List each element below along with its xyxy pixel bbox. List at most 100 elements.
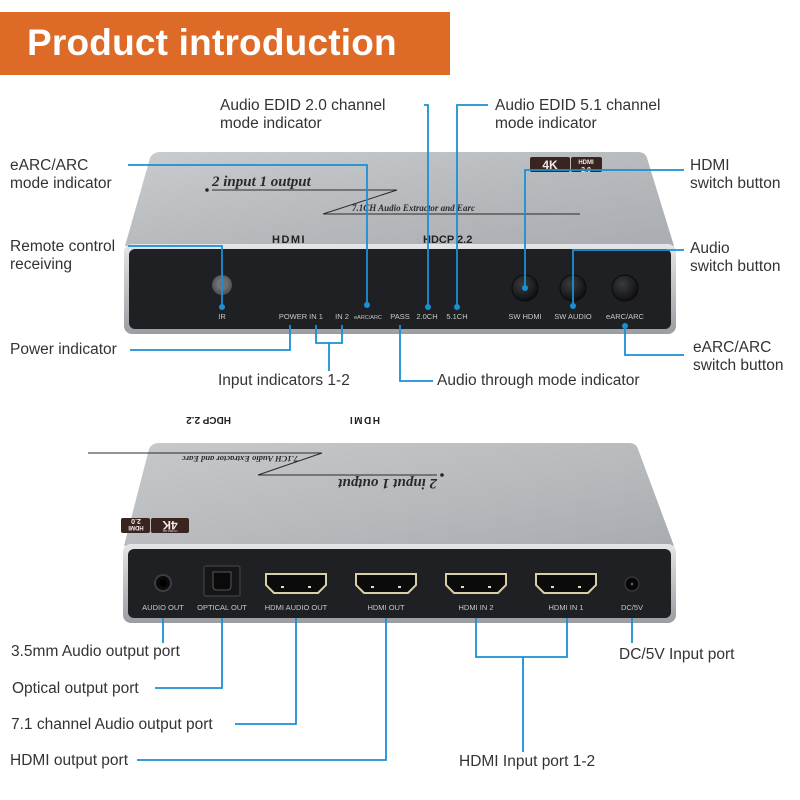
dot-2ch [425, 304, 431, 310]
header-banner: Product introduction [0, 12, 450, 75]
callout-audio-edid-20-line1: Audio EDID 2.0 channel [220, 97, 386, 114]
callout-inputs: Input indicators 1-2 [218, 372, 350, 389]
dot-sw-hdmi [522, 285, 528, 291]
hdmi-in1-port[interactable] [535, 573, 597, 594]
4k-hdmi-badge: 4K HDMI 2.0 [530, 157, 602, 174]
dot-sw-audio [570, 303, 576, 309]
panel-label-in1: IN 1 [309, 312, 323, 321]
leader-remote [128, 245, 223, 306]
callout-audio-edid-20-line2: mode indicator [220, 115, 322, 132]
leader-earc-switch [624, 327, 684, 356]
callout-earc-mode: eARC/ARC mode indicator [10, 157, 112, 193]
callout-audio-through: Audio through mode indicator [437, 372, 640, 389]
rear-badge-ultra-text: ULTRA HD [162, 529, 177, 533]
callout-remote-line1: Remote control [10, 238, 116, 255]
dc-power-port[interactable] [624, 576, 640, 592]
panel-label-earc-led: eARC/ARC [354, 315, 382, 321]
leader-optical [155, 618, 223, 689]
leader-edid-20 [424, 104, 429, 306]
callout-audio-35: 3.5mm Audio output port [11, 643, 180, 660]
audio-jack-port[interactable] [154, 574, 172, 592]
panel-label-in2: IN 2 [335, 312, 349, 321]
earc-arc-button[interactable] [611, 274, 639, 302]
rear-top-dot [440, 473, 444, 477]
callout-audio-switch: Audio switch button [690, 240, 780, 276]
rear-4k-hdmi-badge: 4K ULTRA HD HDMI 2.0 [121, 517, 189, 533]
rear-badge-4k-text: 4K [162, 518, 178, 532]
hdmi-audio-out-port[interactable] [265, 573, 327, 594]
optical-out-port[interactable] [203, 565, 241, 597]
panel-label-hdmi-in2: HDMI IN 2 [458, 603, 493, 612]
leader-audio-71 [235, 618, 297, 725]
device-title-text: 2 input 1 output [211, 174, 312, 190]
rear-badge-hdmi-text: HDMI [128, 524, 144, 530]
dot-earc-button [622, 323, 628, 329]
callout-audio-71: 7.1 channel Audio output port [11, 716, 213, 733]
callout-optical: Optical output port [12, 680, 139, 697]
panel-label-51ch: 5.1CH [446, 312, 467, 321]
rear-title-diagonal [257, 452, 323, 476]
panel-label-ir: IR [218, 312, 226, 321]
callout-audio-edid-51-line1: Audio EDID 5.1 channel [495, 97, 661, 114]
panel-label-optical-out: OPTICAL OUT [197, 603, 247, 612]
ir-lens [219, 280, 227, 288]
callout-earc-mode-line2: mode indicator [10, 175, 112, 192]
rear-device-subtitle-text: 7.1CH Audio Extractor and Earc [182, 454, 298, 464]
front-device-top-surface [125, 152, 674, 246]
badge-hdmi-text: HDMI [578, 160, 594, 166]
callout-earc-switch-line1: eARC/ARC [693, 339, 772, 356]
dot-51ch [454, 304, 460, 310]
callout-remote: Remote control receiving [10, 238, 115, 274]
panel-label-power: POWER [279, 312, 308, 321]
page-title: Product introduction [27, 22, 397, 63]
leader-audio-switch [572, 249, 684, 305]
panel-label-audio-out: AUDIO OUT [142, 603, 184, 612]
callout-audio-edid-51: Audio EDID 5.1 channel mode indicator [495, 97, 660, 133]
callout-hdmi-out: HDMI output port [10, 752, 129, 769]
panel-label-dc: DC/5V [621, 603, 643, 612]
panel-label-earc-button: eARC/ARC [606, 312, 645, 321]
leader-audio-through [399, 325, 433, 382]
leader-hdmi-out [137, 618, 387, 761]
top-dot-decoration [205, 188, 209, 192]
front-panel [129, 249, 671, 329]
panel-label-sw-audio: SW AUDIO [554, 312, 592, 321]
panel-label-hdmi-out: HDMI OUT [367, 603, 404, 612]
rear-device-title-text: 2 input 1 output [337, 475, 438, 491]
dot-ir [219, 304, 225, 310]
rear-leader-lines [137, 618, 633, 761]
rear-top-printing: 2 input 1 output 7.1CH Audio Extractor a… [88, 414, 444, 491]
panel-label-hdmi-audio-out: HDMI AUDIO OUT [265, 603, 328, 612]
hdmi-logo: HDMI [272, 234, 306, 246]
rear-device: 2 input 1 output 7.1CH Audio Extractor a… [88, 414, 676, 623]
leader-hdmi-in [475, 618, 568, 658]
callout-audio-switch-line2: switch button [690, 258, 781, 275]
front-device: 2 input 1 output 7.1CH Audio Extractor a… [124, 152, 676, 334]
callout-hdmi-switch-line1: HDMI [690, 157, 730, 174]
leader-hdmi-switch [524, 169, 684, 286]
callout-hdmi-in: HDMI Input port 1-2 [459, 753, 596, 770]
leader-earc-mode [128, 164, 368, 304]
badge-4k-text: 4K [542, 158, 558, 172]
front-leader-lines [128, 104, 684, 382]
rear-hdmi-logo: HDMI [348, 414, 380, 425]
callout-hdmi-switch: HDMI switch button [690, 157, 780, 193]
callout-audio-edid-51-line2: mode indicator [495, 115, 597, 132]
hdmi-out-port[interactable] [355, 573, 417, 594]
callout-earc-switch-line2: switch button [693, 357, 784, 374]
rear-badge-version-text: 2.0 [131, 517, 141, 524]
device-subtitle-text: 7.1CH Audio Extractor and Earc [352, 203, 475, 213]
leader-power [130, 325, 291, 351]
panel-label-2ch: 2.0CH [416, 312, 437, 321]
front-leader-dots [219, 285, 628, 329]
callout-remote-line2: receiving [10, 256, 73, 273]
leader-edid-51 [456, 104, 488, 306]
callout-earc-mode-line1: eARC/ARC [10, 157, 89, 174]
dot-earc-led [364, 302, 370, 308]
title-diagonal [322, 189, 398, 215]
callout-earc-switch: eARC/ARC switch button [693, 339, 783, 375]
callout-dc-in: DC/5V Input port [619, 646, 735, 663]
callout-hdmi-switch-line2: switch button [690, 175, 781, 192]
panel-label-sw-hdmi: SW HDMI [508, 312, 541, 321]
hdmi-in2-port[interactable] [445, 573, 507, 594]
